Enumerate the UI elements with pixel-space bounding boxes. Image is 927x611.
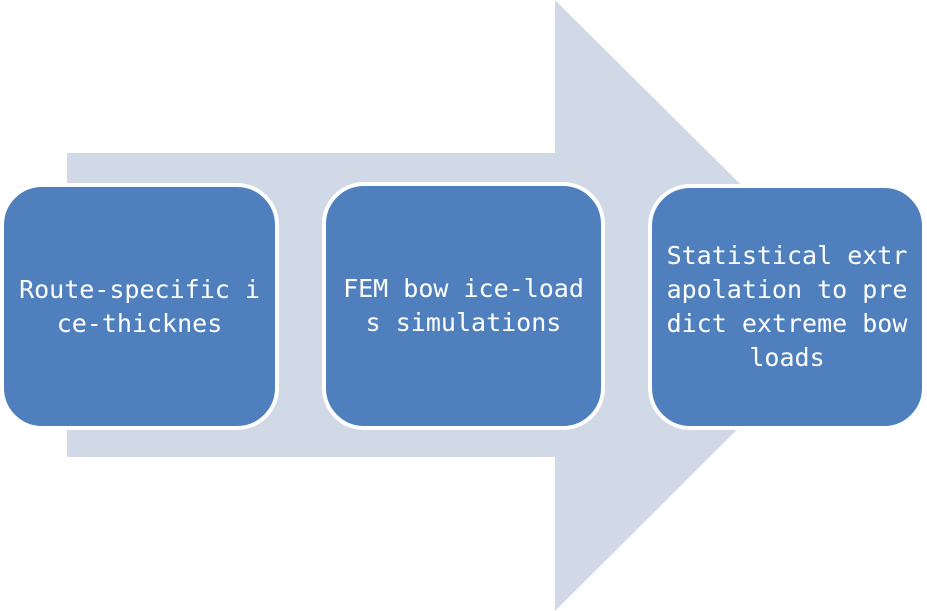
step-fem-simulations: FEM bow ice-loads simulations bbox=[322, 182, 605, 430]
step-label: FEM bow ice-loads simulations bbox=[343, 274, 584, 337]
step-statistical-extrapolation: Statistical extrapolation to predict ext… bbox=[648, 184, 926, 430]
step-label: Route-specific ice-thicknes bbox=[19, 274, 260, 338]
step-route-ice-thickness: Route-specific ice-thicknes bbox=[0, 183, 279, 430]
step-label: Statistical extrapolation to predict ext… bbox=[666, 241, 908, 372]
